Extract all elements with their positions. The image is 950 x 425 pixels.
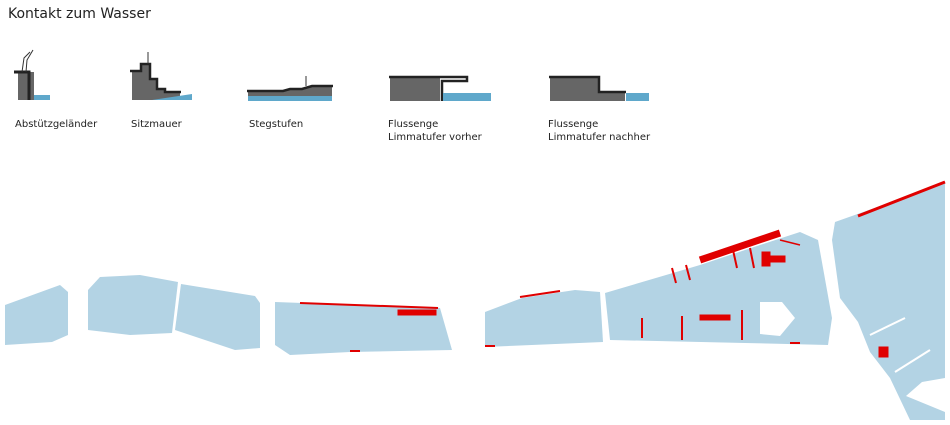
land-block-1 (5, 285, 68, 345)
icon-abstuetzgelaender (14, 49, 50, 100)
legend-sublabel: Limmatufer nachher (548, 132, 651, 143)
legend-sublabel: Limmatufer vorher (388, 132, 482, 143)
icon-flussenge-vorher (389, 75, 491, 101)
legend-label-sitzmauer: Sitzmauer (131, 119, 182, 130)
legend-label: Flussenge (548, 119, 599, 130)
icon-sitzmauer (130, 52, 192, 100)
map-highlights (299, 180, 946, 358)
map-land (5, 183, 945, 420)
icon-flussenge-nachher (549, 75, 649, 101)
land-block-7 (832, 183, 945, 420)
piers (869, 317, 931, 373)
icon-stegstufen (247, 76, 333, 101)
courtyard (760, 302, 795, 336)
land-block-3 (175, 284, 260, 350)
page-title: Kontakt zum Wasser (8, 6, 151, 22)
legend-label-abstuetzgelaender: Abstützgeländer (15, 119, 98, 130)
land-block-2 (88, 275, 178, 335)
land-block-6 (605, 232, 832, 345)
legend-label-stegstufen: Stegstufen (249, 119, 304, 130)
land-block-5 (485, 290, 603, 347)
legend-label: Flussenge (388, 119, 439, 130)
